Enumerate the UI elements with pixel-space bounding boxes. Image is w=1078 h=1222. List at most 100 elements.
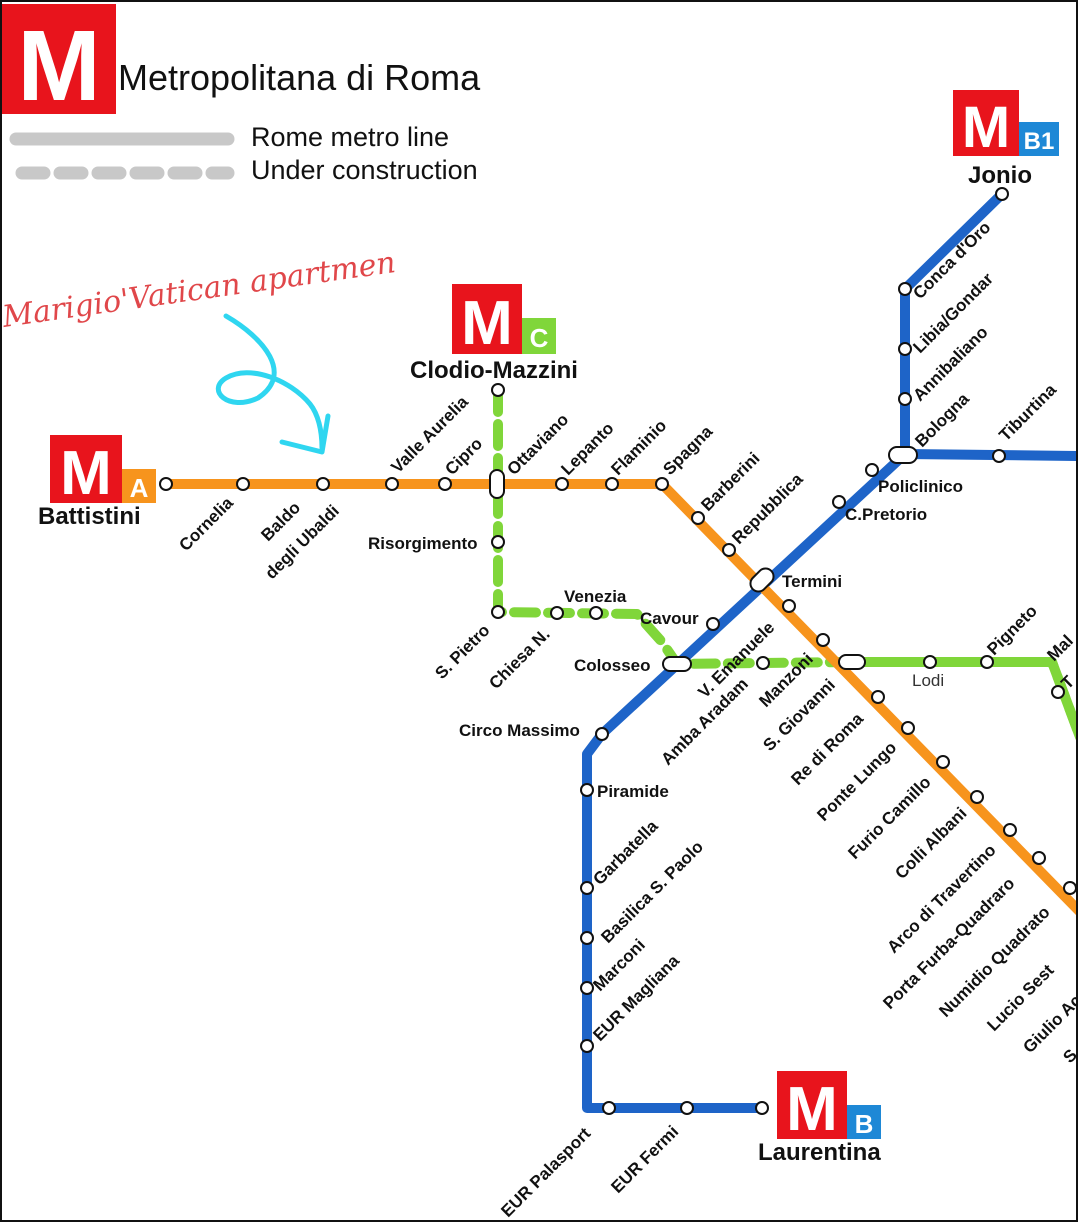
station-dot-eur-magliana[interactable] (580, 1039, 594, 1053)
station-dot-jonio[interactable] (995, 187, 1009, 201)
label-eur-fermi: EUR Fermi (607, 1122, 682, 1197)
station-dot-libia[interactable] (898, 342, 912, 356)
label-tiburtina: Tiburtina (995, 380, 1060, 445)
station-dot-eur-fermi[interactable] (680, 1101, 694, 1115)
station-dot-circo-massimo[interactable] (595, 727, 609, 741)
laurentina-logo-letter: M (786, 1075, 838, 1144)
laurentina-name: Laurentina (758, 1139, 881, 1166)
label-pigneto: Pigneto (983, 601, 1041, 659)
station-dot-lepanto[interactable] (555, 477, 569, 491)
laurentina-logo-box (777, 1071, 847, 1139)
station-dot-s-pietro[interactable] (491, 605, 505, 619)
battistini-line-badge (122, 469, 156, 503)
station-dot-piramide[interactable] (580, 783, 594, 797)
battistini-logo-letter: M (60, 439, 112, 508)
clodio-line-badge (522, 318, 556, 354)
station-dot-garbatella[interactable] (580, 881, 594, 895)
interchange-s-giovanni[interactable] (838, 654, 866, 670)
station-dot-re-di-roma[interactable] (871, 690, 885, 704)
battistini-logo-box (50, 435, 122, 503)
terminal-clodio-mazzini[interactable]: M C Clodio-Mazzini (410, 284, 578, 384)
station-dot-chiesa-nuova[interactable] (550, 606, 564, 620)
label-s-cut: S (1059, 1045, 1078, 1066)
station-dot-arco-travertino[interactable] (1003, 823, 1017, 837)
station-dot-porta-furba[interactable] (1032, 851, 1046, 865)
label-lodi: Lodi (912, 671, 944, 690)
interchange-termini[interactable] (747, 565, 777, 595)
station-dot-manzoni[interactable] (816, 633, 830, 647)
station-dot-flaminio[interactable] (605, 477, 619, 491)
line-c-route (847, 657, 1076, 740)
annotation-arrow-head (279, 413, 331, 455)
station-dot-cornelia[interactable] (236, 477, 250, 491)
interchange-bologna[interactable] (888, 446, 918, 464)
label-cornelia: Cornelia (175, 493, 237, 555)
laurentina-line-letter: B (855, 1109, 874, 1139)
label-venezia: Venezia (564, 587, 627, 606)
label-numidio: Numidio Quadrato (935, 903, 1053, 1021)
station-dot-barberini[interactable] (691, 511, 705, 525)
terminal-battistini[interactable]: M A Battistini (38, 435, 156, 530)
station-dot-mal[interactable] (1051, 685, 1065, 699)
jonio-logo-letter: M (962, 95, 1010, 160)
jonio-name: Jonio (968, 162, 1032, 189)
label-risorgimento: Risorgimento (368, 534, 478, 553)
annotation-arrow (215, 313, 331, 455)
legend-metro-line-label: Rome metro line (251, 122, 449, 152)
station-dot-marconi[interactable] (580, 981, 594, 995)
label-s-pietro: S. Pietro (431, 621, 493, 683)
clodio-logo-box (452, 284, 522, 354)
station-dot-laurentina[interactable] (755, 1101, 769, 1115)
station-dot-c-pretorio[interactable] (832, 495, 846, 509)
station-dot-battistini[interactable] (159, 477, 173, 491)
station-dot-repubblica[interactable] (722, 543, 736, 557)
jonio-line-letter: B1 (1024, 128, 1055, 155)
station-dot-spagna[interactable] (655, 477, 669, 491)
station-dot-lodi[interactable] (923, 655, 937, 669)
station-dot-furio-camillo[interactable] (936, 755, 950, 769)
label-baldo-2: degli Ubaldi (261, 501, 343, 583)
label-policlinico: Policlinico (878, 477, 963, 496)
title-logo: M (2, 4, 116, 122)
station-dot-pigneto[interactable] (980, 655, 994, 669)
station-dot-valle-aurelia[interactable] (385, 477, 399, 491)
station-dot-v-emanuele[interactable] (782, 599, 796, 613)
line-b-route (582, 449, 910, 1113)
station-dot-eur-palasport[interactable] (602, 1101, 616, 1115)
label-termini: Termini (782, 572, 842, 591)
label-barberini: Barberini (697, 449, 763, 515)
station-dot-baldo[interactable] (316, 477, 330, 491)
legend: Rome metro line Under construction (9, 122, 478, 185)
interchange-colosseo[interactable] (662, 656, 692, 672)
legend-under-construction-label: Under construction (251, 155, 478, 185)
clodio-name: Clodio-Mazzini (410, 357, 578, 384)
terminal-jonio[interactable]: M B1 Jonio (953, 90, 1059, 189)
annotation-text: Marigio'Vatican apartmen (2, 245, 398, 335)
label-cavour: Cavour (640, 609, 699, 628)
station-dot-cipro[interactable] (438, 477, 452, 491)
terminal-laurentina[interactable]: M B Laurentina (758, 1071, 881, 1166)
station-dot-risorgimento[interactable] (491, 535, 505, 549)
label-piramide: Piramide (597, 782, 669, 801)
label-c-pretorio: C.Pretorio (845, 505, 927, 524)
jonio-logo-box (953, 90, 1019, 156)
station-dot-basilica[interactable] (580, 931, 594, 945)
station-dot-annibaliano[interactable] (898, 392, 912, 406)
station-dot-amba-aradam[interactable] (756, 656, 770, 670)
station-dot-tiburtina[interactable] (992, 449, 1006, 463)
map-title: Metropolitana di Roma (118, 57, 481, 98)
station-dot-cavour[interactable] (706, 617, 720, 631)
station-dot-clodio[interactable] (491, 383, 505, 397)
label-flaminio: Flaminio (607, 416, 670, 479)
station-dot-policlinico[interactable] (865, 463, 879, 477)
label-cipro: Cipro (441, 434, 486, 479)
station-dot-venezia[interactable] (589, 606, 603, 620)
station-dot-colli-albani[interactable] (970, 790, 984, 804)
interchange-ottaviano[interactable] (489, 469, 505, 499)
station-dot-conca-oro[interactable] (898, 282, 912, 296)
battistini-name: Battistini (38, 503, 141, 530)
station-dot-ponte-lungo[interactable] (901, 721, 915, 735)
station-dot-numidio[interactable] (1063, 881, 1076, 895)
